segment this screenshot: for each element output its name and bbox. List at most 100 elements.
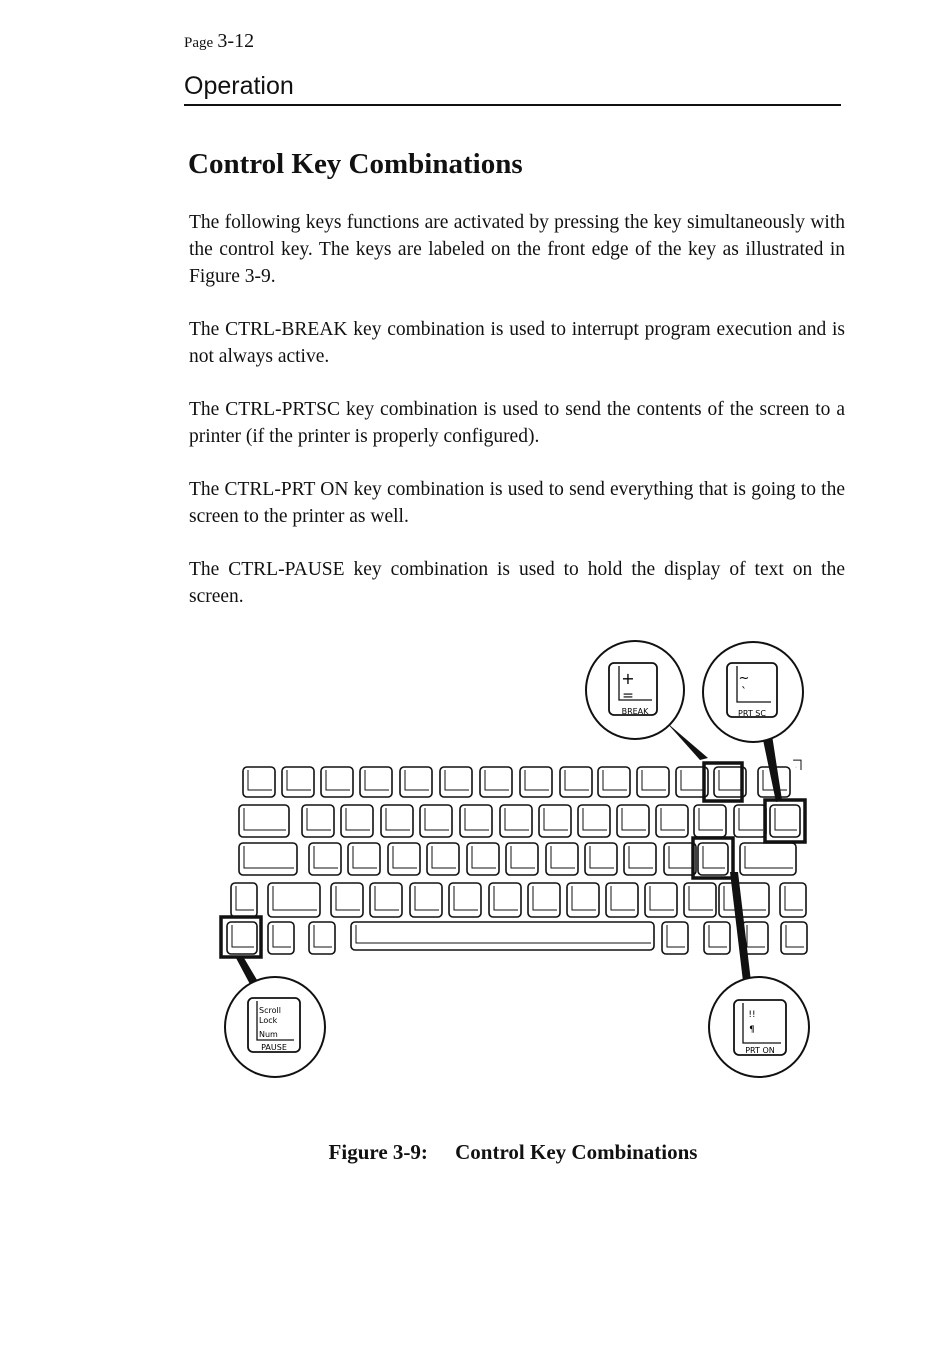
keyboard-key xyxy=(238,804,290,838)
keyboard-key xyxy=(644,882,678,918)
keyboard-key-edge xyxy=(746,925,765,948)
keyboard-key xyxy=(426,842,460,876)
keyboard-key-edge xyxy=(243,846,294,869)
pause-label: PAUSE xyxy=(261,1043,287,1052)
keyboard-key-edge xyxy=(550,846,575,869)
keyboard-key xyxy=(499,804,533,838)
keyboard-key xyxy=(739,842,797,876)
keyboard-key xyxy=(545,842,579,876)
keyboard-key-edge xyxy=(325,770,350,791)
keyboard-key-edge xyxy=(602,770,627,791)
highlight-prton-key xyxy=(691,836,735,880)
keyboard-key xyxy=(359,766,393,798)
keyboard-key-edge xyxy=(335,886,360,911)
keyboard-key xyxy=(683,882,717,918)
keyboard-key-edge xyxy=(543,808,568,831)
keyboard-key-edge xyxy=(392,846,417,869)
keyboard-key-edge xyxy=(793,759,802,770)
keyboard-key-edge xyxy=(484,770,509,791)
paragraph-ctrl-break: The CTRL-BREAK key combination is used t… xyxy=(189,319,845,367)
keyboard-key xyxy=(347,842,381,876)
keyboard-key xyxy=(697,842,729,876)
keyboard-key-edge xyxy=(504,808,529,831)
keyboard-key-edge xyxy=(313,846,338,869)
pointer-prtsc xyxy=(762,735,782,802)
keyboard-key xyxy=(713,766,747,798)
keyboard-key-edge xyxy=(582,808,607,831)
prton-line-1: !! xyxy=(748,1010,755,1020)
keyboard-key xyxy=(663,842,697,876)
keyboard-key-edge xyxy=(453,886,478,911)
keyboard-key xyxy=(597,766,631,798)
keyboard-key xyxy=(459,804,493,838)
keyboard-key xyxy=(661,921,689,955)
callout-pause: Scroll Lock Num PAUSE xyxy=(224,976,326,1078)
keyboard-key xyxy=(267,882,321,918)
keyboard-key-edge xyxy=(510,846,535,869)
keyboard-key xyxy=(238,842,298,876)
keyboard-key xyxy=(636,766,670,798)
callout-pointers xyxy=(236,722,782,990)
keyboard-key-edge xyxy=(708,925,727,948)
keyboard-key-edge xyxy=(243,808,286,831)
keyboard-key xyxy=(623,842,657,876)
keyboard-key-edge xyxy=(621,808,646,831)
pointer-pause xyxy=(236,958,260,988)
keyboard-key-edge xyxy=(352,846,377,869)
keyboard-key-edge xyxy=(247,770,272,791)
keyboard-key-edge xyxy=(589,846,614,869)
keyboard-key-edge xyxy=(306,808,331,831)
keyboard-key-edge xyxy=(364,770,389,791)
keyboard-keys xyxy=(226,759,808,955)
keyboard-key xyxy=(308,921,336,955)
keyboard-key xyxy=(466,842,500,876)
keyboard-key xyxy=(330,882,364,918)
keyboard-key-edge xyxy=(628,846,653,869)
keyboard-key xyxy=(448,882,482,918)
keyboard-key-edge xyxy=(702,846,725,869)
paragraph-ctrl-prt-on: The CTRL-PRT ON key combination is used … xyxy=(189,479,845,527)
keyboard-key-edge xyxy=(774,808,797,831)
keyboard-key-edge xyxy=(235,886,254,911)
keyboard-key-edge xyxy=(698,808,723,831)
page-number-value: 3-12 xyxy=(217,30,255,52)
keyboard-key xyxy=(584,842,618,876)
keyboard-key-edge xyxy=(404,770,429,791)
keyboard-key-edge xyxy=(431,846,456,869)
keyboard-key-edge xyxy=(680,770,705,791)
keyboard-key-edge xyxy=(464,808,489,831)
keyboard-key-edge xyxy=(424,808,449,831)
break-top-symbol: + xyxy=(621,669,634,688)
figure-caption-text: Control Key Combinations xyxy=(455,1140,698,1164)
keyboard-key-edge xyxy=(532,886,557,911)
keyboard-key-edge xyxy=(738,808,763,831)
keyboard-key xyxy=(369,882,403,918)
keyboard-key xyxy=(718,882,770,918)
callout-prton: !! ¶ PRT ON xyxy=(708,976,810,1078)
keyboard-key xyxy=(301,804,335,838)
break-label: BREAK xyxy=(622,707,650,716)
keyboard-key xyxy=(387,842,421,876)
keyboard-key-edge xyxy=(641,770,666,791)
prton-line-2: ¶ xyxy=(749,1025,755,1035)
keyboard-key xyxy=(409,882,443,918)
keyboard-key xyxy=(479,766,513,798)
keyboard-key xyxy=(780,921,808,955)
pause-line-2: Lock xyxy=(259,1016,278,1025)
keyboard-key xyxy=(340,804,374,838)
keyboard-key-edge xyxy=(524,770,549,791)
paragraph-intro: The following keys functions are activat… xyxy=(189,212,845,287)
keyboard-key xyxy=(769,804,801,838)
section-title: Operation xyxy=(184,72,294,100)
prtsc-top-symbol: ~ xyxy=(739,671,750,686)
keyboard-key-edge xyxy=(313,925,332,948)
keyboard-key xyxy=(399,766,433,798)
keyboard-key-edge xyxy=(571,886,596,911)
keyboard-key-edge xyxy=(744,846,793,869)
keyboard-key-edge xyxy=(660,808,685,831)
keyboard-key xyxy=(527,882,561,918)
callout-break: + = BREAK xyxy=(585,640,685,740)
keyboard-key xyxy=(779,882,807,918)
keyboard-key-edge xyxy=(286,770,311,791)
